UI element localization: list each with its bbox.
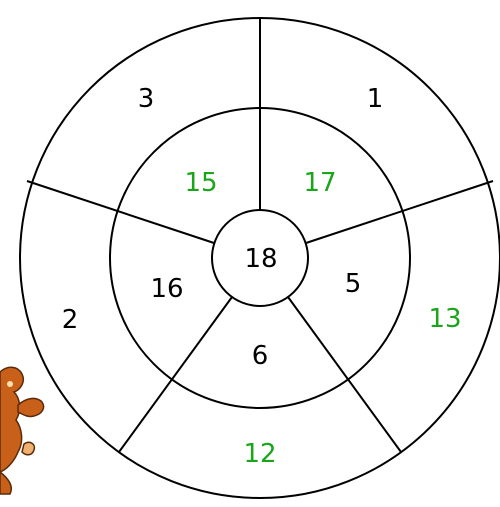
center-value: 18 [244, 244, 277, 274]
middle-value-left: 16 [150, 274, 183, 304]
middle-value-top-right: 17 [303, 168, 336, 198]
outer-value-left: 2 [62, 305, 79, 335]
middle-value-top-left: 15 [184, 168, 217, 198]
middle-value-bottom: 6 [252, 341, 269, 371]
monkey-icon [0, 367, 44, 494]
outer-value-right: 13 [428, 304, 461, 334]
outer-value-top-right: 1 [367, 84, 384, 114]
middle-value-right: 5 [345, 269, 362, 299]
outer-value-bottom: 12 [243, 439, 276, 469]
outer-value-top-left: 3 [138, 84, 155, 114]
divider-lower-left [119, 297, 232, 452]
divider-lower-right [288, 297, 401, 452]
